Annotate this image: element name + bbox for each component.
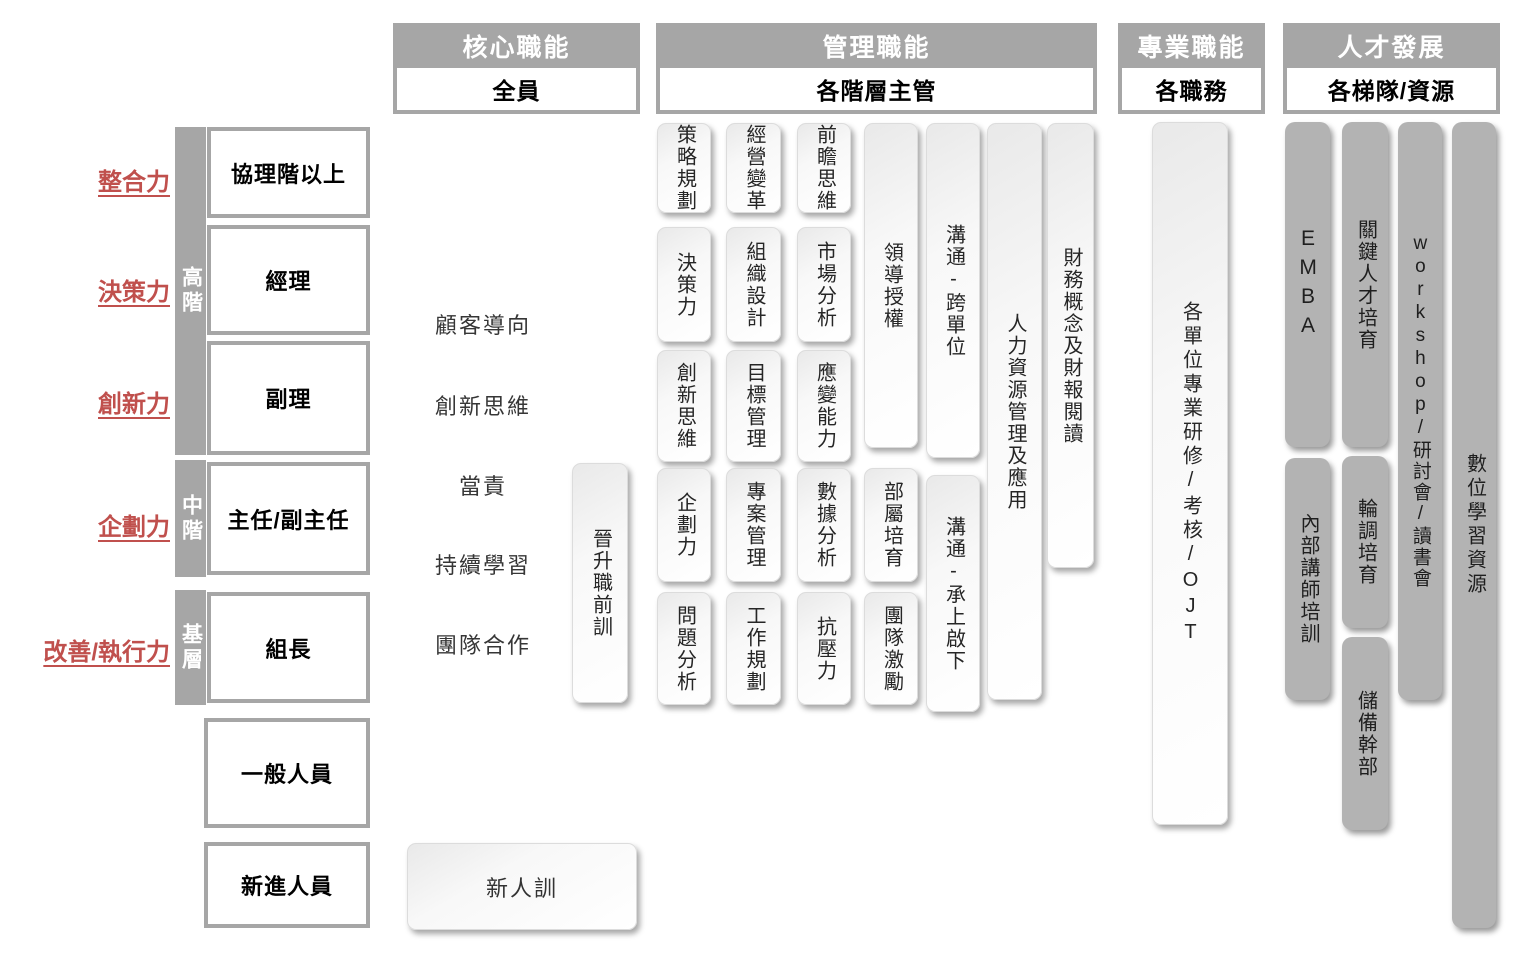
mgmt-box-data-analysis: 數據分析 [797,468,851,582]
talent-label: EMBA [1296,226,1320,343]
mgmt-label: 組織設計 [743,240,765,329]
talent-label: 內部講師培訓 [1297,513,1319,645]
mgmt-label: 前瞻思維 [813,124,836,212]
mgmt-label: 問題分析 [673,604,696,693]
mgmt-label: 工作規劃 [743,604,765,693]
mgmt-label: 抗壓力 [813,615,836,682]
header-professional-title: 專業職能 [1137,33,1246,62]
level-box-manager: 經理 [207,225,370,335]
level-box-supervisor: 主任/副主任 [207,462,370,575]
ability-label-improvement-execution: 改善/執行力 [43,639,170,666]
header-talent-development: 人才發展 各梯隊/資源 [1283,23,1500,114]
band-base: 基層 [175,590,206,705]
talent-label: 數位學習資源 [1463,453,1486,597]
mgmt-label: 專案管理 [743,481,765,569]
mgmt-label: 經營變革 [743,124,765,212]
band-middle: 中階 [175,460,206,577]
mgmt-box-hr-management-application: 人力資源管理及應用 [987,123,1042,700]
professional-program-label: 各單位專業研修/考核/OJT [1179,300,1202,647]
mgmt-label: 應變能力 [813,362,836,450]
level-box-general-staff: 一般人員 [204,718,370,828]
mgmt-label: 溝通-承上啟下 [942,515,965,672]
mgmt-label: 決策力 [673,251,696,318]
mgmt-box-stress-resistance: 抗壓力 [797,592,851,705]
mgmt-box-finance-concepts-reading: 財務概念及財報閱讀 [1047,123,1094,568]
ability-label-decision: 決策力 [98,279,170,306]
mgmt-label: 財務概念及財報閱讀 [1060,246,1082,445]
header-talent-subtitle: 各梯隊/資源 [1287,68,1496,110]
mgmt-box-decision-making: 決策力 [657,227,711,342]
core-competency-accountability: 當責 [458,474,507,499]
mgmt-box-goal-management: 目標管理 [726,350,781,462]
header-core-competency: 核心職能 全員 [393,23,640,114]
header-management-competency: 管理職能 各階層主管 [656,23,1097,114]
mgmt-box-innovative-thinking: 創新思維 [657,350,711,462]
header-professional-competency: 專業職能 各職務 [1118,23,1265,114]
mgmt-box-problem-analysis: 問題分析 [657,592,711,705]
level-box-team-leader: 組長 [207,592,370,703]
talent-label: 關鍵人才培育 [1354,218,1377,351]
mgmt-box-market-analysis: 市場分析 [797,227,851,342]
mgmt-box-team-motivation: 團隊激勵 [864,592,918,705]
mgmt-box-business-change: 經營變革 [726,123,781,213]
mgmt-box-communication-up-down: 溝通-承上啟下 [926,475,980,712]
core-newcomer-training-box: 新人訓 [407,843,637,930]
header-core-subtitle: 全員 [397,68,636,110]
header-core-title: 核心職能 [462,33,571,62]
core-competency-customer-orientation: 顧客導向 [434,313,531,338]
talent-box-digital-learning-resources: 數位學習資源 [1452,122,1496,928]
level-box-deputy-manager: 副理 [207,341,370,455]
talent-box-emba: EMBA [1285,122,1330,447]
professional-program-box: 各單位專業研修/考核/OJT [1152,122,1228,825]
mgmt-box-adaptability: 應變能力 [797,350,851,462]
mgmt-label: 溝通-跨單位 [942,223,965,358]
core-promotion-training-box: 晉升職前訓 [572,463,628,703]
band-senior: 高階 [175,127,206,455]
mgmt-label: 人力資源管理及應用 [1004,312,1026,511]
talent-label: workshop/研討會/讀書會 [1409,233,1431,589]
talent-box-workshop-seminar-bookclub: workshop/研討會/讀書會 [1398,122,1442,700]
mgmt-box-forward-thinking: 前瞻思維 [797,123,851,213]
mgmt-box-work-planning: 工作規劃 [726,592,781,705]
mgmt-label: 部屬培育 [880,481,903,569]
mgmt-label: 領導授權 [880,241,903,330]
ability-label-planning: 企劃力 [98,514,170,541]
core-competency-innovative-thinking: 創新思維 [434,394,531,419]
talent-label: 輪調培育 [1354,498,1377,586]
mgmt-box-planning-ability: 企劃力 [657,468,711,582]
mgmt-label: 數據分析 [813,481,836,569]
mgmt-label: 創新思維 [673,362,696,450]
core-promotion-training-label: 晉升職前訓 [589,528,612,638]
talent-box-key-talent-development: 關鍵人才培育 [1342,122,1388,447]
header-professional-subtitle: 各職務 [1122,68,1261,110]
talent-label: 儲備幹部 [1354,689,1377,778]
mgmt-box-strategy-planning: 策略規劃 [657,123,711,213]
mgmt-label: 目標管理 [743,362,765,450]
mgmt-label: 策略規劃 [673,124,696,212]
talent-box-rotation-development: 輪調培育 [1342,456,1388,628]
mgmt-label: 市場分析 [813,240,836,329]
ability-label-integration: 整合力 [98,169,170,196]
core-newcomer-training-label: 新人訓 [485,875,558,901]
core-competency-continuous-learning: 持續學習 [434,553,531,578]
level-box-new-employee: 新進人員 [204,842,370,928]
mgmt-label: 團隊激勵 [880,604,903,693]
core-competency-teamwork: 團隊合作 [434,633,531,658]
mgmt-label: 企劃力 [673,492,696,558]
mgmt-box-communication-cross-unit: 溝通-跨單位 [926,123,980,458]
header-talent-title: 人才發展 [1337,33,1446,62]
level-box-assistant-vp: 協理階以上 [207,127,370,218]
header-management-title: 管理職能 [822,33,931,62]
mgmt-box-leadership-delegation: 領導授權 [864,123,918,448]
mgmt-box-subordinate-development: 部屬培育 [864,468,918,582]
ability-label-innovation: 創新力 [98,391,170,418]
header-management-subtitle: 各階層主管 [660,68,1093,110]
talent-box-internal-lecturer-training: 內部講師培訓 [1285,458,1330,700]
mgmt-box-project-management: 專案管理 [726,468,781,582]
talent-box-reserve-cadre: 儲備幹部 [1342,637,1388,830]
mgmt-box-org-design: 組織設計 [726,227,781,342]
